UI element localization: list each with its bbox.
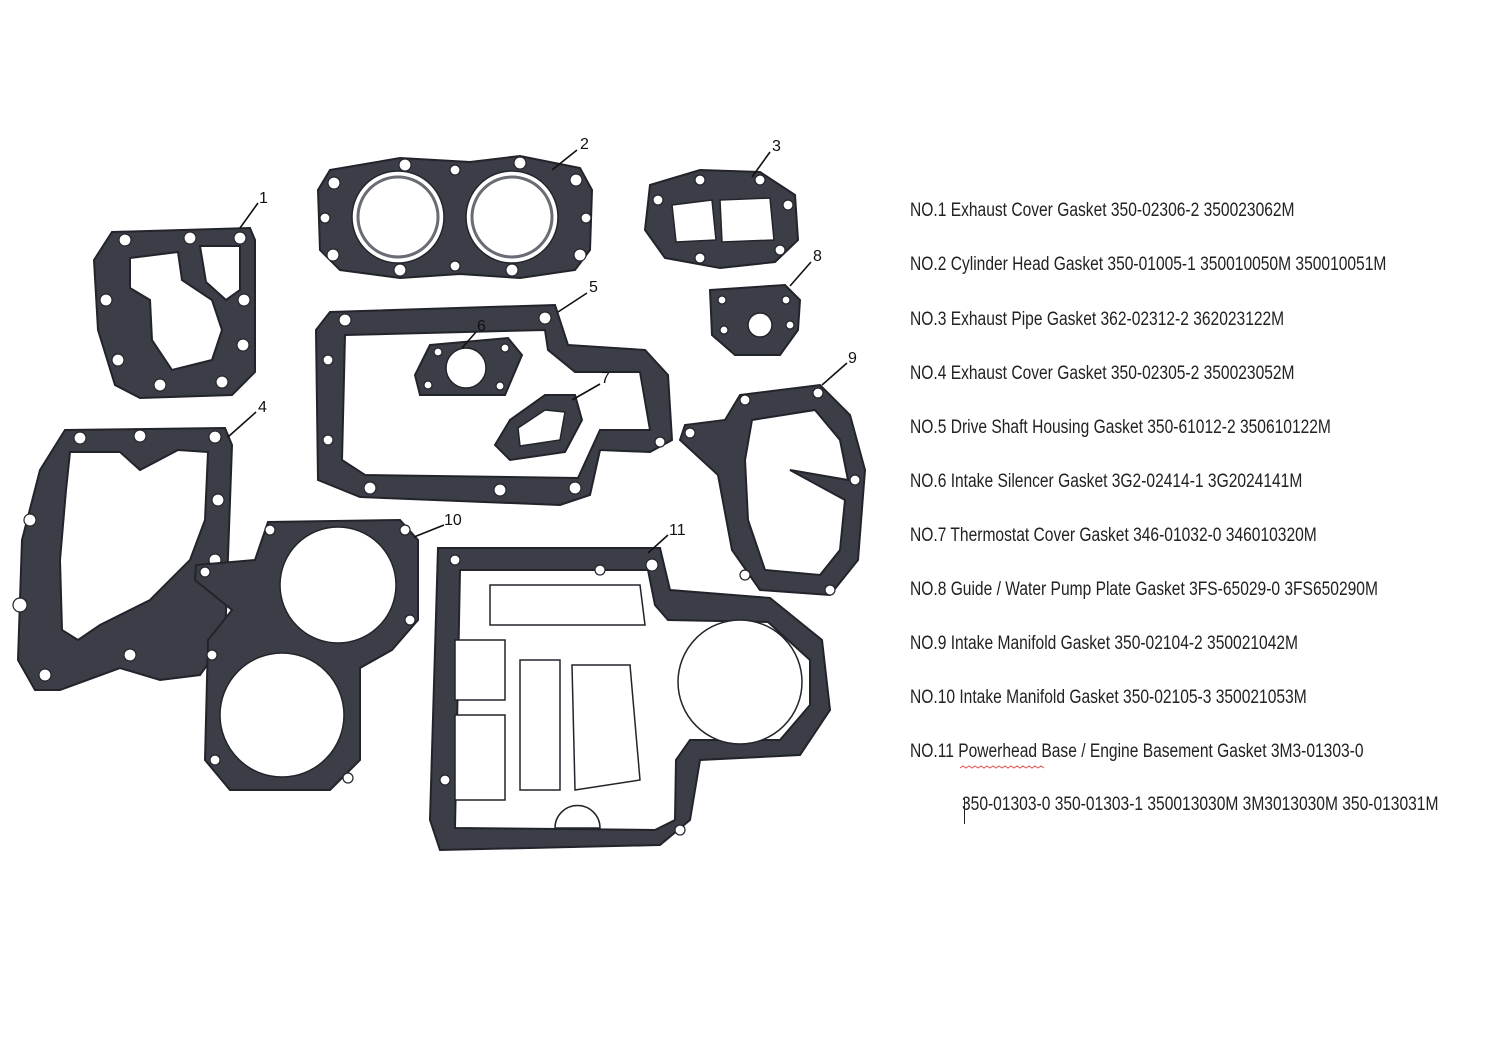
callout-11: 11 bbox=[669, 522, 686, 539]
legend-item-4: NO.4 Exhaust Cover Gasket 350-02305-2 35… bbox=[910, 363, 1295, 384]
callout-8: 8 bbox=[813, 248, 822, 265]
gasket-4-exhaust-cover bbox=[12, 426, 234, 691]
legend-item-1: NO.1 Exhaust Cover Gasket 350-02306-2 35… bbox=[910, 200, 1295, 221]
gasket-1-exhaust-cover bbox=[92, 226, 256, 400]
gasket-11-powerhead-base bbox=[428, 547, 832, 852]
callout-9: 9 bbox=[848, 350, 857, 367]
gasket-10-intake-manifold bbox=[193, 518, 419, 791]
legend-item-10: NO.10 Intake Manifold Gasket 350-02105-3… bbox=[910, 687, 1307, 708]
spellcheck-underline bbox=[960, 765, 1045, 769]
legend-item-11: NO.11 Powerhead Base / Engine Basement G… bbox=[910, 741, 1364, 762]
legend-item-3: NO.3 Exhaust Pipe Gasket 362-02312-2 362… bbox=[910, 309, 1285, 330]
gasket-3-exhaust-pipe bbox=[643, 168, 800, 270]
gasket-8-water-pump-plate bbox=[708, 283, 802, 356]
legend-item-7: NO.7 Thermostat Cover Gasket 346-01032-0… bbox=[910, 525, 1317, 546]
gasket-7-thermostat-cover bbox=[493, 394, 584, 462]
gasket-2-cylinder-head bbox=[316, 154, 594, 280]
callout-3: 3 bbox=[772, 138, 781, 155]
callout-5: 5 bbox=[589, 279, 598, 296]
legend-item-6: NO.6 Intake Silencer Gasket 3G2-02414-1 … bbox=[910, 471, 1303, 492]
legend-item-2: NO.2 Cylinder Head Gasket 350-01005-1 35… bbox=[910, 254, 1387, 275]
gasket-6-intake-silencer bbox=[413, 336, 524, 396]
callout-1: 1 bbox=[259, 190, 268, 207]
callout-7: 7 bbox=[601, 370, 610, 387]
legend-item-5: NO.5 Drive Shaft Housing Gasket 350-6101… bbox=[910, 417, 1331, 438]
callout-2: 2 bbox=[580, 136, 589, 153]
legend-item-8: NO.8 Guide / Water Pump Plate Gasket 3FS… bbox=[910, 579, 1378, 600]
callout-4: 4 bbox=[258, 399, 267, 416]
callout-6: 6 bbox=[477, 318, 486, 335]
text-cursor bbox=[964, 798, 965, 824]
leader-lines bbox=[227, 149, 848, 554]
gasket-5-drive-shaft-housing bbox=[314, 303, 674, 507]
callout-10: 10 bbox=[444, 512, 462, 529]
gasket-9-intake-manifold bbox=[678, 383, 867, 597]
legend-item-11-continuation: 350-01303-0 350-01303-1 350013030M 3M301… bbox=[962, 794, 1439, 815]
legend-item-9: NO.9 Intake Manifold Gasket 350-02104-2 … bbox=[910, 633, 1299, 654]
